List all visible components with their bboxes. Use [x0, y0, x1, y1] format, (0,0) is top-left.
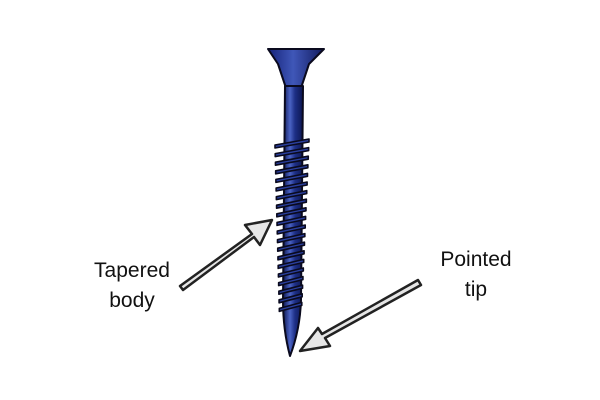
screw-thread — [274, 155, 310, 166]
tapered-body-label: Tapered body — [70, 256, 194, 316]
pointed-label-line2: tip — [464, 278, 488, 301]
screw-thread — [276, 207, 307, 218]
screw-threads — [274, 138, 310, 313]
screw-thread — [276, 224, 307, 235]
screw-thread — [274, 146, 310, 158]
tapered-label-line1: Tapered — [94, 259, 170, 282]
screw-thread — [277, 275, 304, 287]
pointed-label-line1: Pointed — [440, 248, 512, 271]
screw-thread — [275, 181, 308, 192]
screw-thread — [274, 138, 310, 149]
screw-thread — [275, 189, 308, 201]
pointed-tip-label: Pointed tip — [418, 245, 534, 305]
screw-thread — [278, 284, 304, 295]
screw-thread — [278, 293, 303, 304]
screw-thread — [278, 301, 303, 313]
tapered-label-line2: body — [109, 289, 155, 312]
screw-thread — [276, 241, 306, 252]
screw-thread — [276, 232, 306, 244]
screw-thread — [277, 258, 305, 270]
screw-thread — [277, 267, 305, 278]
screw-thread — [277, 250, 305, 261]
screw-thread — [275, 172, 309, 184]
screw-thread — [275, 198, 308, 209]
countersunk-screw-icon — [267, 48, 325, 357]
screw-thread — [274, 164, 309, 175]
arrow-icon — [298, 278, 423, 353]
screw-thread — [276, 215, 307, 227]
arrow-icon — [178, 218, 274, 292]
screw-head — [267, 48, 325, 89]
